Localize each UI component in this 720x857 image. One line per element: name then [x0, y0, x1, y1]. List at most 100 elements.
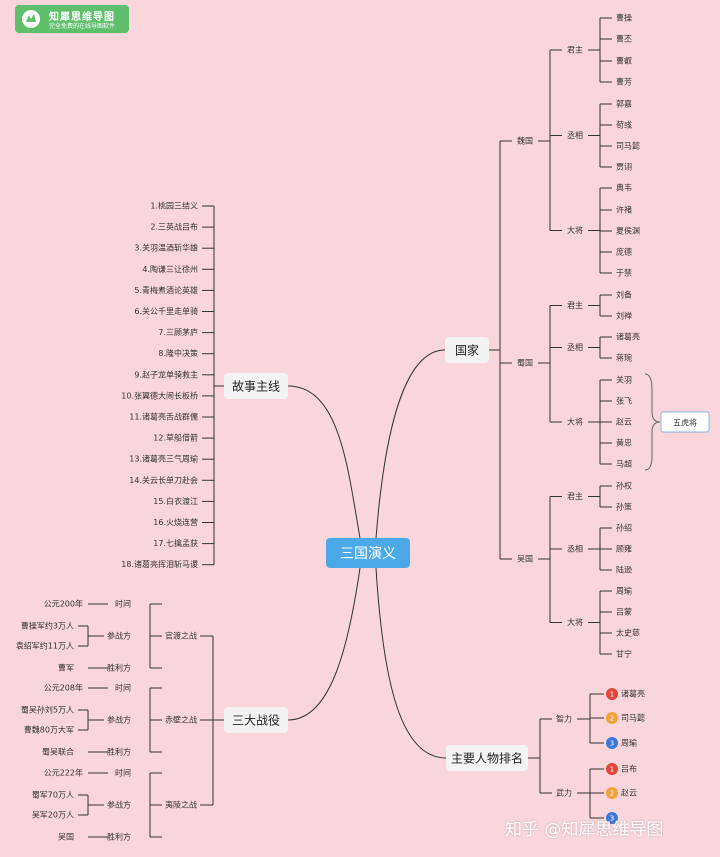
person-name[interactable]: 顾雍 — [616, 544, 632, 554]
battle-side[interactable]: 蜀军70万人 — [32, 791, 74, 800]
group-label[interactable]: 大将 — [567, 617, 583, 627]
rank-name[interactable]: 吕布 — [621, 764, 637, 774]
battle-side-label: 参战方 — [107, 631, 131, 641]
ranking-category[interactable]: 智力 — [556, 714, 572, 724]
person-name[interactable]: 孙策 — [616, 502, 632, 512]
summary-box — [660, 411, 710, 433]
battle-time[interactable]: 公元208年 — [44, 683, 83, 693]
story-item[interactable]: 15.白衣渡江 — [153, 496, 198, 506]
story-item[interactable]: 1.桃园三结义 — [150, 201, 198, 211]
battle-time[interactable]: 公元200年 — [44, 599, 83, 609]
battle-winner[interactable]: 曹军 — [58, 663, 74, 673]
story-item[interactable]: 14.关云长单刀赴会 — [129, 475, 198, 485]
story-item[interactable]: 11.诸葛亮舌战群儒 — [129, 412, 198, 422]
watermark: 知乎 @知犀思维导图 — [505, 820, 664, 840]
person-name[interactable]: 荀彧 — [616, 120, 632, 130]
story-item[interactable]: 9.赵子龙单骑救主 — [134, 369, 198, 379]
rank-name[interactable]: 赵云 — [621, 788, 637, 798]
battles-node[interactable]: 三大战役 — [224, 707, 288, 733]
story-item[interactable]: 5.青梅煮酒论英雄 — [134, 285, 198, 295]
battle-side-label: 参战方 — [107, 715, 131, 725]
person-name[interactable]: 贾诩 — [616, 163, 632, 172]
person-name[interactable]: 周瑜 — [616, 586, 632, 596]
ranking-category[interactable]: 武力 — [556, 788, 572, 798]
person-name[interactable]: 黄忠 — [616, 438, 632, 448]
person-name[interactable]: 庞德 — [616, 247, 632, 257]
story-item[interactable]: 6.关公千里走单骑 — [134, 306, 198, 316]
countries-node-label: 国家 — [455, 343, 479, 358]
person-name[interactable]: 陆逊 — [616, 565, 632, 575]
story-item[interactable]: 16.火烧连营 — [153, 517, 198, 527]
person-name[interactable]: 典韦 — [616, 183, 632, 193]
battle-side[interactable]: 蜀吴孙刘5万人 — [21, 705, 74, 715]
battle-time[interactable]: 公元222年 — [44, 768, 83, 778]
battle-side[interactable]: 袁绍军约11万人 — [16, 641, 74, 651]
person-name[interactable]: 关羽 — [616, 375, 632, 385]
person-name[interactable]: 曹叡 — [616, 56, 632, 66]
group-label[interactable]: 大将 — [567, 225, 583, 235]
person-name[interactable]: 甘宁 — [616, 649, 632, 659]
battle-side[interactable]: 曹操军约3万人 — [21, 621, 74, 631]
person-name[interactable]: 吕蒙 — [616, 607, 632, 617]
person-name[interactable]: 刘备 — [616, 290, 632, 300]
story-item[interactable]: 18.诸葛亮挥泪斩马谡 — [121, 559, 198, 569]
rank-number: 3 — [610, 740, 614, 748]
summary-five-tigers[interactable]: 五虎将 — [660, 411, 710, 433]
person-name[interactable]: 曹芳 — [616, 77, 632, 87]
battle-winner[interactable]: 蜀吴联合 — [42, 747, 74, 757]
person-name[interactable]: 许褚 — [616, 205, 632, 215]
story-item[interactable]: 13.诸葛亮三气周瑜 — [129, 454, 198, 464]
person-name[interactable]: 赵云 — [616, 417, 632, 427]
person-name[interactable]: 曹丕 — [616, 34, 632, 44]
group-label[interactable]: 君主 — [567, 45, 583, 55]
group-label[interactable]: 丞相 — [567, 544, 583, 554]
story-item[interactable]: 7.三顾茅庐 — [158, 327, 198, 337]
person-name[interactable]: 郭嘉 — [616, 99, 632, 109]
story-item[interactable]: 17.七擒孟获 — [153, 538, 198, 548]
country-name[interactable]: 魏国 — [517, 136, 533, 146]
person-name[interactable]: 夏侯渊 — [616, 226, 640, 236]
story-item[interactable]: 3.关羽温酒斩华雄 — [134, 243, 198, 253]
person-name[interactable]: 蒋琬 — [616, 353, 632, 363]
rank-name[interactable]: 司马懿 — [621, 713, 645, 723]
story-item[interactable]: 2.三英战吕布 — [150, 222, 198, 232]
group-label[interactable]: 丞相 — [567, 130, 583, 140]
person-name[interactable]: 司马懿 — [616, 141, 640, 151]
rhino-logo-icon — [22, 10, 40, 28]
country-name[interactable]: 吴国 — [517, 555, 533, 564]
battle-name[interactable]: 赤壁之战 — [165, 715, 197, 725]
person-name[interactable]: 马超 — [616, 459, 632, 469]
person-name[interactable]: 太史慈 — [616, 628, 640, 638]
battle-side[interactable]: 吴军20万人 — [32, 811, 74, 820]
group-label[interactable]: 君主 — [567, 491, 583, 501]
story-item[interactable]: 8.隆中决策 — [158, 348, 198, 358]
story-item[interactable]: 10.张翼德大闹长板桥 — [121, 390, 198, 400]
center-node-box — [326, 538, 410, 568]
rank-name[interactable]: 周瑜 — [621, 738, 637, 748]
connector-ranking — [375, 567, 447, 759]
ranking-node[interactable]: 主要人物排名 — [446, 745, 528, 771]
person-name[interactable]: 孙权 — [616, 481, 632, 491]
rank-number: 1 — [610, 691, 614, 699]
center-node[interactable]: 三国演义 — [326, 538, 410, 568]
group-label[interactable]: 君主 — [567, 300, 583, 310]
country-name[interactable]: 蜀国 — [517, 359, 533, 368]
story-item[interactable]: 12.草船借箭 — [153, 433, 198, 443]
person-name[interactable]: 张飞 — [616, 397, 632, 406]
battle-name[interactable]: 官渡之战 — [165, 631, 197, 641]
summary-brace — [644, 373, 661, 471]
person-name[interactable]: 刘禅 — [616, 311, 632, 321]
group-label[interactable]: 丞相 — [567, 342, 583, 352]
story-node[interactable]: 故事主线 — [224, 373, 288, 399]
person-name[interactable]: 孙绍 — [616, 523, 632, 533]
rank-name[interactable]: 诸葛亮 — [621, 689, 645, 699]
battle-winner[interactable]: 吴国 — [58, 833, 74, 842]
person-name[interactable]: 诸葛亮 — [616, 332, 640, 342]
story-item[interactable]: 4.陶谦三让徐州 — [142, 264, 198, 274]
battle-name[interactable]: 夷陵之战 — [165, 800, 197, 810]
person-name[interactable]: 于禁 — [616, 269, 632, 278]
group-label[interactable]: 大将 — [567, 417, 583, 427]
battle-side[interactable]: 曹魏80万大军 — [24, 725, 74, 735]
countries-node[interactable]: 国家 — [445, 337, 489, 363]
person-name[interactable]: 曹操 — [616, 13, 632, 23]
